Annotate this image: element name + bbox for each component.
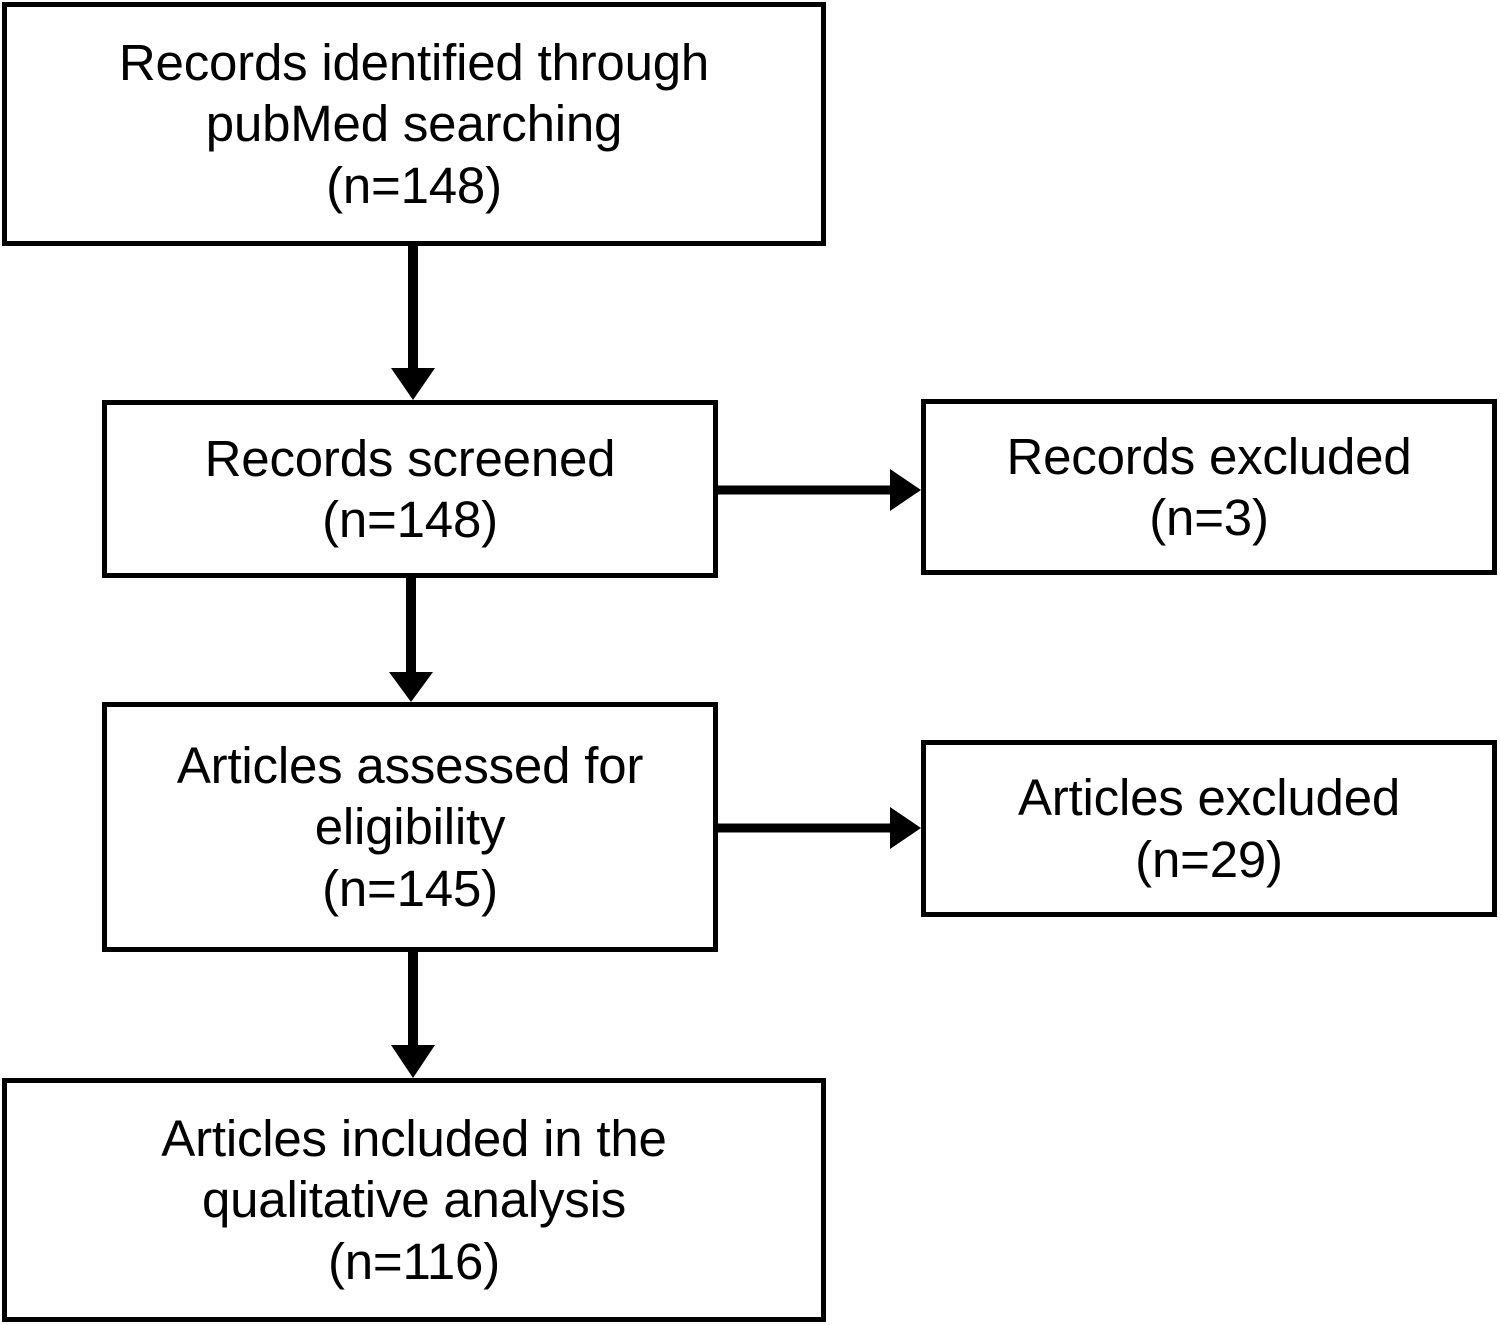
box-records-screened: Records screened (n=148) (102, 400, 718, 578)
arrow-screened-to-eligibility (389, 578, 433, 702)
arrow-eligibility-to-articles-excluded (718, 807, 921, 849)
box-articles-excluded: Articles excluded (n=29) (921, 740, 1497, 917)
box-records-excluded: Records excluded (n=3) (921, 399, 1497, 575)
box-articles-included-text: Articles included in the qualitative ana… (161, 1110, 667, 1290)
box-articles-assessed-for-eligibility: Articles assessed for eligibility (n=145… (102, 702, 718, 952)
arrow-identified-to-screened (391, 246, 435, 400)
box-articles-included: Articles included in the qualitative ana… (2, 1078, 826, 1322)
arrow-eligibility-to-included (391, 952, 435, 1078)
box-records-screened-text: Records screened (n=148) (204, 429, 616, 548)
box-records-identified: Records identified through pubMed search… (2, 2, 826, 246)
box-articles-excluded-text: Articles excluded (n=29) (1017, 769, 1401, 888)
arrow-screened-to-records-excluded (718, 469, 921, 511)
box-articles-assessed-for-eligibility-text: Articles assessed for eligibility (n=145… (176, 737, 644, 917)
box-records-identified-text: Records identified through pubMed search… (118, 34, 710, 214)
box-records-excluded-text: Records excluded (n=3) (1006, 427, 1412, 546)
